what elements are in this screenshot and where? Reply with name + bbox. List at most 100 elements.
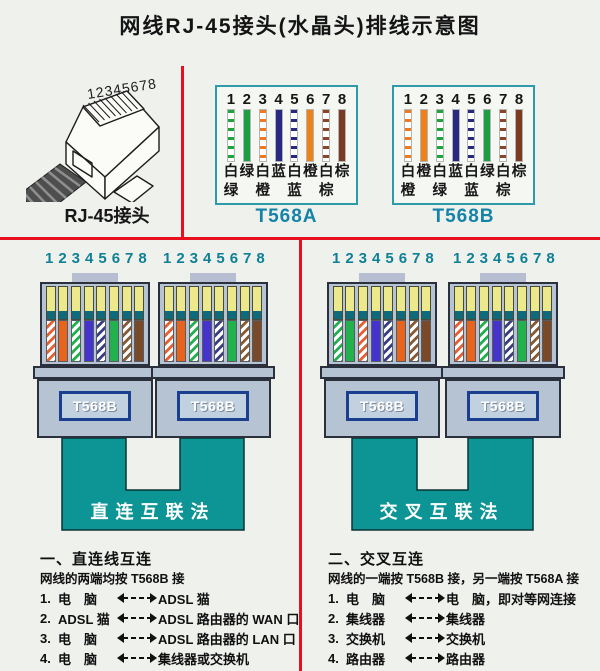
item-number: 1.	[40, 590, 51, 606]
color-label: 橙	[416, 164, 432, 180]
color-label: 白	[464, 164, 479, 180]
item-number: 2.	[40, 610, 51, 626]
connector-boot: T568B	[324, 379, 440, 438]
connector-crossover-left: 12345678 T568B	[320, 250, 444, 438]
connector-latch-tab	[72, 273, 118, 283]
wire-stripe	[484, 110, 491, 161]
pin-wire	[384, 287, 393, 361]
wire-stripe	[468, 110, 475, 161]
note-item: 1. 电 脑 电 脑，即对等网连接	[328, 588, 600, 608]
color-label	[511, 182, 527, 201]
pin-wire	[135, 287, 144, 361]
left-right-arrow-icon	[405, 592, 445, 604]
pin-wire	[164, 287, 173, 361]
item-right-device: ADSL 路由器的 WAN 口	[158, 611, 300, 627]
pin-number: 1	[226, 91, 236, 108]
pin-number: 5	[467, 91, 476, 108]
pin-wire	[227, 287, 236, 361]
color-label: 蓝	[464, 183, 479, 199]
connector-boot: T568B	[37, 379, 153, 438]
pin-wire	[454, 287, 463, 361]
color-label: 白	[495, 164, 511, 180]
pin-number: 4	[451, 91, 460, 108]
t568a-title: T568A	[255, 206, 318, 227]
color-label	[479, 182, 495, 201]
left-right-arrow-icon	[117, 632, 157, 644]
color-label	[239, 182, 255, 201]
pin-wire	[46, 287, 55, 361]
left-right-arrow-icon	[117, 592, 157, 604]
item-right-device: ADSL 猫	[158, 591, 210, 607]
connector-straight-right: 12345678 T568B	[151, 250, 275, 438]
plug-pin-comb	[82, 91, 138, 123]
color-label	[302, 182, 318, 201]
color-label: 白	[223, 164, 239, 180]
connector-straight-left: 12345678 T568B	[33, 250, 157, 438]
item-right-device: 集线器或交换机	[158, 651, 250, 667]
item-number: 1.	[328, 590, 339, 606]
crossover-cable-u-shape: 交叉互联法	[351, 438, 534, 531]
pin-number: 8	[337, 91, 347, 108]
item-left-device: 电 脑	[58, 631, 98, 647]
item-number: 4.	[40, 650, 51, 666]
pin-wire	[177, 287, 186, 361]
color-label: 白	[255, 164, 270, 180]
color-label	[416, 182, 432, 201]
note-title: 一、直连线互连	[40, 551, 153, 568]
crossover-cable-label: 交叉互联法	[380, 501, 505, 522]
pin-wire	[253, 287, 262, 361]
pin-wire	[358, 287, 367, 361]
color-label: 棕	[334, 164, 350, 180]
color-label	[448, 182, 464, 201]
color-label: 绿	[432, 183, 447, 199]
wire-stripe	[404, 110, 411, 161]
page-title: 网线RJ-45接头(水晶头)排线示意图	[119, 15, 481, 38]
connector-body	[40, 282, 150, 366]
pin-number: 3	[435, 91, 444, 108]
item-left-device: 路由器	[346, 651, 386, 667]
connector-flange	[320, 366, 444, 379]
pin-wire	[479, 287, 488, 361]
wire-stripe	[275, 110, 282, 161]
rj45-plug-sketch-icon: 12345678	[26, 78, 160, 202]
pin-number: 2	[419, 91, 428, 108]
connector-latch-tab	[480, 273, 526, 283]
pin-wire	[215, 287, 224, 361]
left-right-arrow-icon	[405, 652, 445, 664]
pin-number: 6	[483, 91, 492, 108]
pin-wire	[109, 287, 118, 361]
wire-stripe	[452, 110, 459, 161]
color-label: 白	[287, 164, 302, 180]
plug-caption: RJ-45接头	[64, 206, 150, 226]
pin-number: 7	[499, 91, 508, 108]
wiring-standard-badge: T568B	[59, 391, 131, 421]
color-label: 白	[400, 164, 416, 180]
item-right-device: 路由器	[446, 651, 486, 667]
divider-vertical-bottom	[299, 240, 302, 671]
connector-pin-numbers: 12345678	[163, 250, 270, 267]
pin-number: 2	[242, 91, 251, 108]
pin-wire	[543, 287, 552, 361]
item-left-device: 集线器	[346, 611, 386, 627]
wiring-standard-badge: T568B	[177, 391, 249, 421]
pin-wire	[346, 287, 355, 361]
pin-wire	[467, 287, 476, 361]
divider-horizontal	[0, 237, 600, 240]
straight-note-block: 一、直连线互连 网线的两端均按 T568B 接 1. 电 脑 ADSL 猫 2.…	[40, 548, 300, 668]
item-right-device: 交换机	[446, 631, 486, 647]
pin-wire	[202, 287, 211, 361]
connector-flange	[441, 366, 565, 379]
color-label	[334, 182, 350, 201]
item-right-device: 集线器	[446, 611, 486, 627]
note-title: 二、交叉互连	[328, 551, 425, 568]
note-item: 2. ADSL 猫 ADSL 路由器的 WAN 口	[40, 608, 300, 628]
color-label: 棕	[318, 183, 334, 199]
connector-latch-tab	[190, 273, 236, 283]
left-right-arrow-icon	[117, 612, 157, 624]
connector-body	[158, 282, 268, 366]
wire-stripe	[227, 110, 234, 161]
divider-vertical-top	[181, 66, 184, 237]
color-label: 蓝	[271, 164, 286, 180]
wire-stripe	[420, 110, 427, 161]
